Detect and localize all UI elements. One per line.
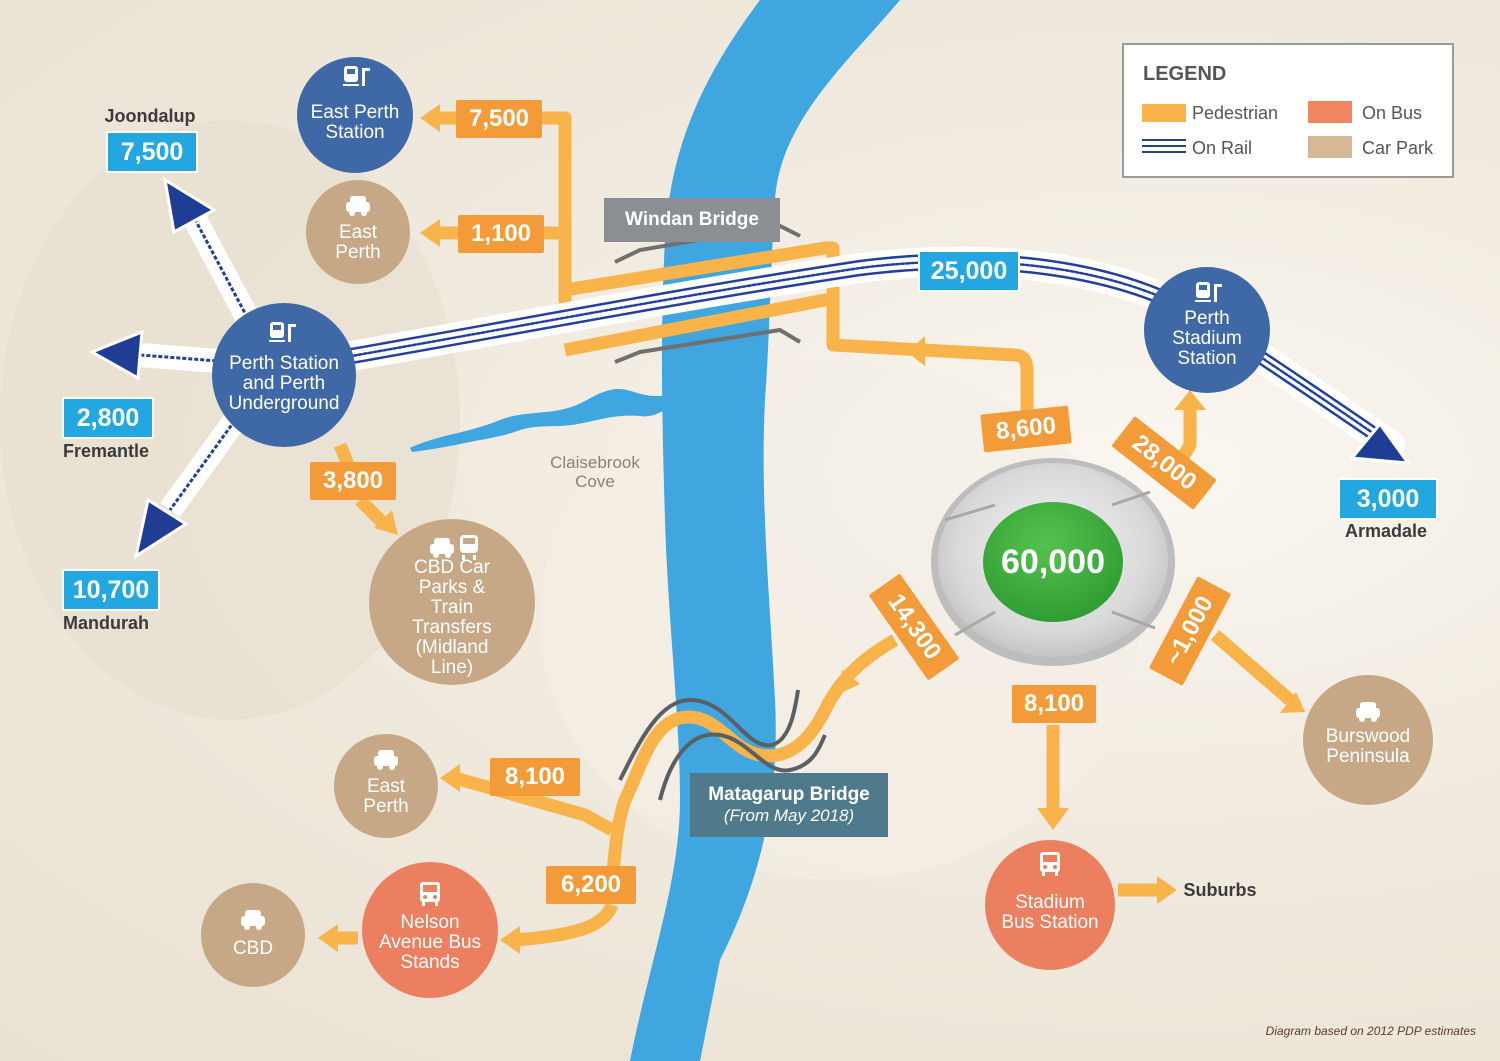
flow-badge-nelson-avenue: 6,200: [546, 866, 636, 904]
flow-badge-east-perth-station: 7,500: [456, 100, 542, 138]
train-icon: [269, 322, 296, 342]
bus-icon: [420, 882, 440, 906]
car-icon: [374, 750, 398, 770]
cbd-car-parks-label: CBD Car Parks & Train Transfers (Midland…: [412, 557, 492, 678]
burswood-peninsula-label: Burswood Peninsula: [1325, 726, 1411, 767]
rail-badge-mandurah: 10,700: [62, 569, 160, 611]
east-perth-station-label: East Perth Station: [310, 102, 400, 143]
destination-fremantle: Fremantle: [62, 441, 150, 461]
flow-badge-cbd-car-parks: 3,800: [310, 462, 396, 500]
matagarup-bridge-structure: [618, 689, 827, 801]
location-circles: [201, 57, 1433, 998]
car-icon: [241, 910, 265, 930]
cbd-car-park-label: CBD: [232, 938, 274, 959]
rail-badge-fremantle: 2,800: [62, 397, 154, 439]
train-icon: [460, 535, 478, 560]
destination-suburbs: Suburbs: [1183, 880, 1257, 900]
legend: LEGEND Pedestrian On Bus On Rail Car Par…: [1122, 43, 1454, 178]
legend-swatch-pedestrian: [1142, 104, 1186, 122]
legend-swatch-on-rail: [1142, 139, 1186, 157]
nelson-avenue-bus-label: Nelson Avenue Bus Stands: [378, 912, 482, 973]
destination-joondalup: Joondalup: [104, 106, 196, 126]
flow-badge-east-perth-car: 1,100: [458, 215, 544, 253]
claisebrook-cove-water: [410, 388, 670, 452]
rail-badge-armadale: 3,000: [1338, 478, 1438, 520]
matagarup-bridge-label: Matagarup Bridge (From May 2018): [690, 773, 888, 837]
legend-label-pedestrian: Pedestrian: [1192, 103, 1279, 123]
destination-armadale: Armadale: [1344, 521, 1428, 541]
east-perth-car-park-label-top: East Perth: [335, 222, 381, 263]
matagarup-bridge-note: (From May 2018): [723, 806, 855, 825]
stadium: [931, 458, 1175, 666]
legend-swatch-on-bus: [1308, 101, 1352, 123]
pedestrian-arrowheads: [318, 104, 1305, 954]
perth-stadium-station-label: Perth Stadium Station: [1172, 308, 1242, 369]
car-icon: [346, 196, 370, 216]
stadium-bus-station-label: Stadium Bus Station: [1001, 892, 1099, 933]
rail-badge-main: 25,000: [918, 250, 1020, 292]
matagarup-bridge-name: Matagarup Bridge: [708, 784, 870, 805]
car-icon: [430, 538, 454, 558]
legend-label-on-rail: On Rail: [1192, 138, 1253, 158]
bus-icon: [1040, 852, 1060, 876]
stadium-capacity: 60,000: [1001, 543, 1105, 581]
car-icon: [1356, 702, 1380, 722]
destination-mandurah: Mandurah: [62, 613, 149, 633]
windan-bridge-label: Windan Bridge: [604, 198, 780, 242]
flow-badge-east-perth-bottom: 8,100: [490, 758, 580, 796]
legend-swatch-car-park: [1308, 136, 1352, 158]
legend-label-car-park: Car Park: [1362, 138, 1434, 158]
rail-badge-joondalup: 7,500: [106, 131, 198, 173]
legend-title: LEGEND: [1143, 63, 1227, 85]
footnote: Diagram based on 2012 PDP estimates: [1265, 1024, 1476, 1038]
train-icon: [343, 66, 370, 86]
legend-label-on-bus: On Bus: [1362, 103, 1423, 123]
claisebrook-cove-label: Claisebrook Cove: [550, 453, 640, 491]
perth-station-label: Perth Station and Perth Underground: [228, 353, 340, 414]
train-icon: [1195, 282, 1222, 302]
east-perth-car-park-label-bottom: East Perth: [363, 776, 409, 817]
flow-badge-stadium-bus: 8,100: [1012, 685, 1096, 723]
